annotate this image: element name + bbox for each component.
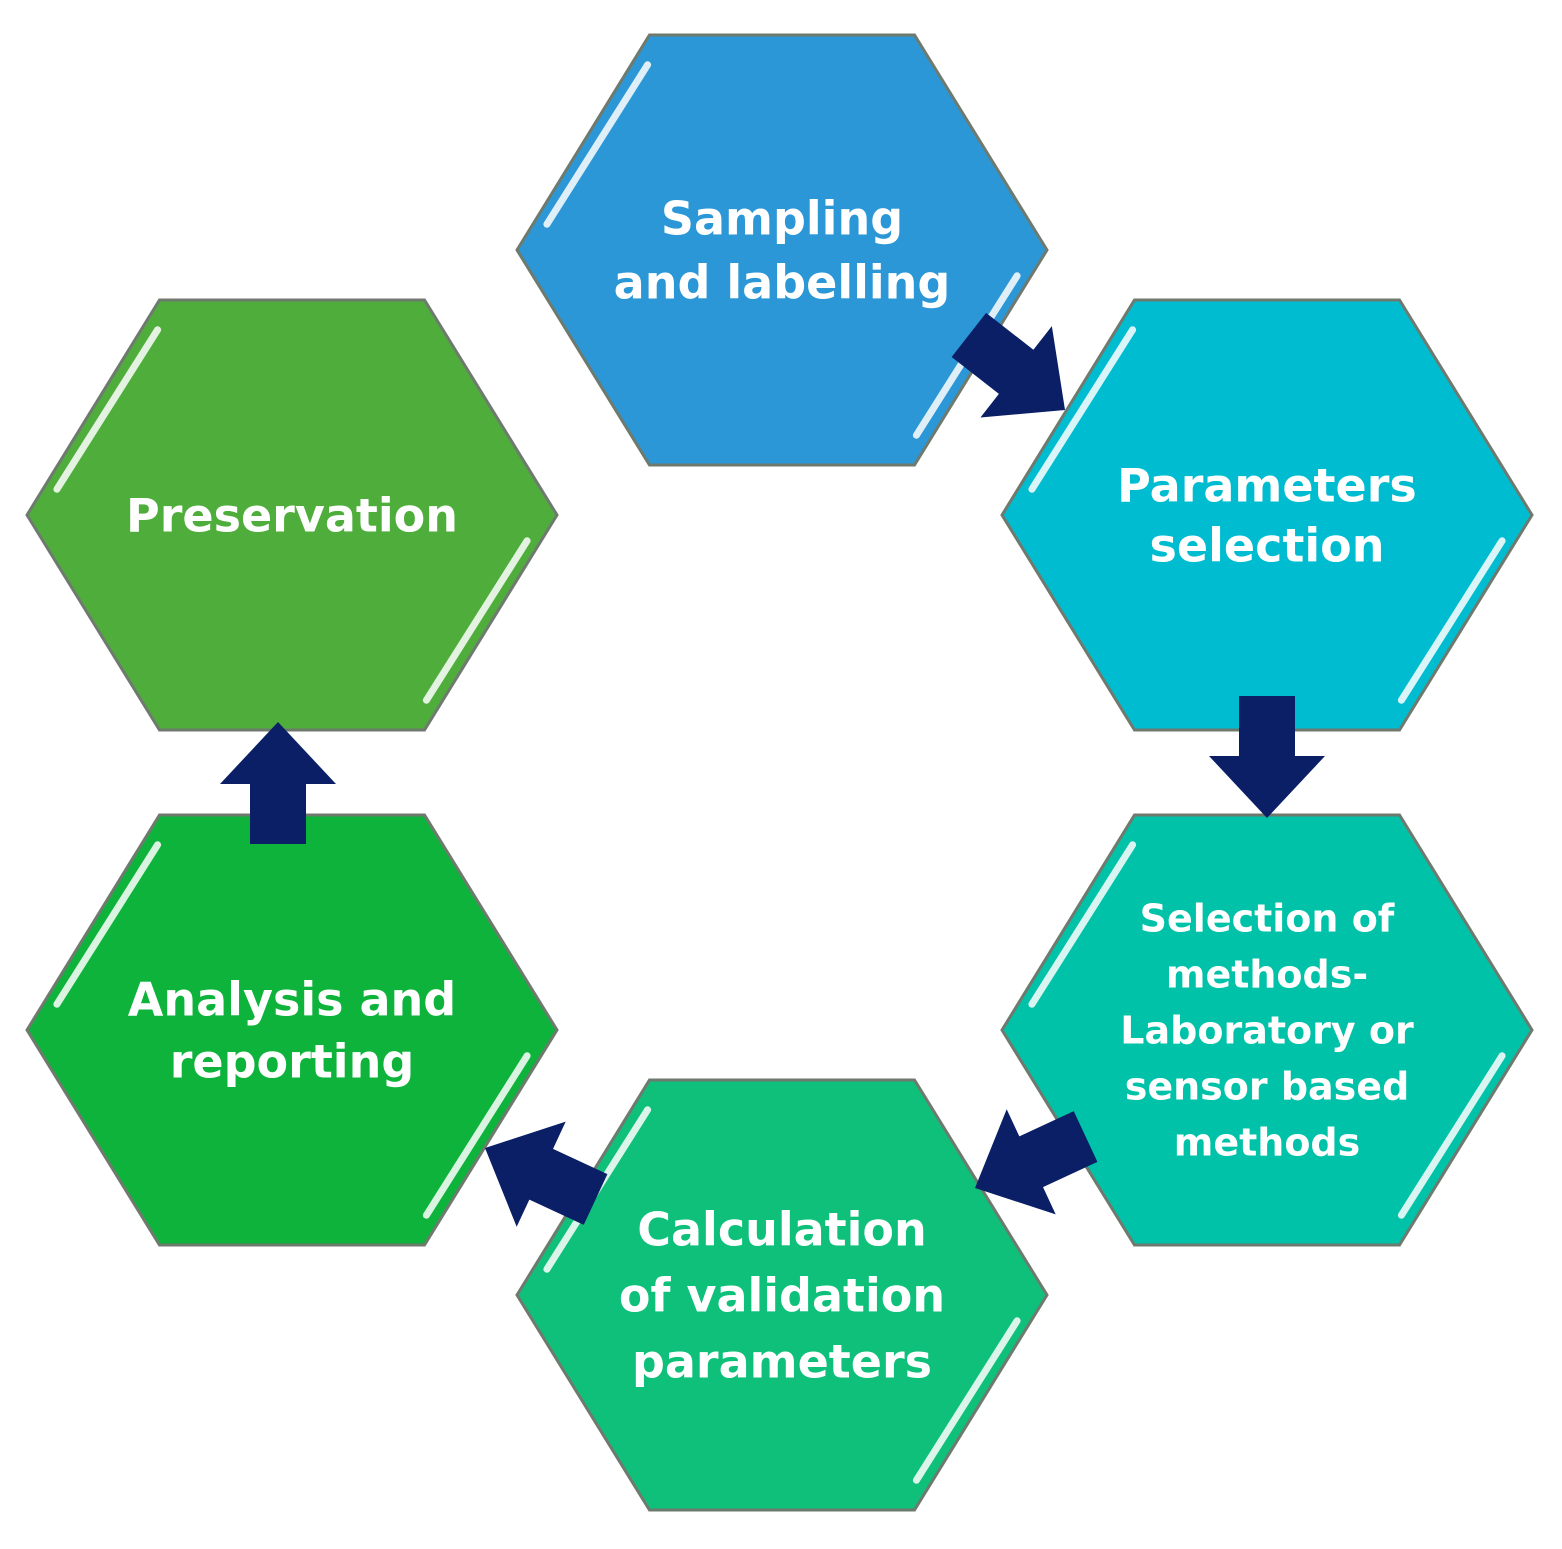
- step-label-calculation: Calculation: [637, 1203, 927, 1257]
- hexagon-shape-calculation: [515, 1078, 1049, 1512]
- hexagon-sampling: Sampling and labelling: [515, 33, 1049, 467]
- step-label-calculation: parameters: [632, 1335, 932, 1389]
- step-label-methods: methods-: [1166, 953, 1368, 997]
- gloss-highlight: [1397, 537, 1506, 704]
- step-label-analysis: Analysis and: [128, 973, 456, 1027]
- gloss-highlight: [422, 537, 531, 704]
- gloss-highlight: [1397, 1052, 1506, 1219]
- hexagon-parameters: Parameters selection: [1000, 298, 1534, 732]
- step-label-analysis: reporting: [170, 1035, 415, 1089]
- arrow-methods-to-calculation: [975, 1109, 1098, 1215]
- step-label-sampling: and labelling: [614, 256, 951, 310]
- hexagon-shape-analysis: [25, 813, 559, 1247]
- step-label-sampling: Sampling: [661, 192, 903, 246]
- hexagon-methods: Selection of methods- Laboratory or sensor …: [1000, 813, 1534, 1247]
- step-label-preservation: Preservation: [126, 489, 458, 543]
- gloss-highlight: [1028, 841, 1137, 1008]
- gloss-highlight: [912, 1317, 1021, 1484]
- arrow-analysis-to-preservation: [220, 722, 336, 844]
- step-label-parameters: Parameters: [1117, 459, 1417, 513]
- hexagon-shape-methods: [1000, 813, 1534, 1247]
- hexagon-shape-parameters: [1000, 298, 1534, 732]
- step-label-methods: methods: [1174, 1121, 1361, 1165]
- hexagon-calculation: Calculation of validation parameters: [515, 1078, 1049, 1512]
- gloss-highlight: [53, 326, 162, 493]
- arrow-calculation-to-analysis: [485, 1121, 608, 1227]
- gloss-highlight: [543, 61, 652, 228]
- gloss-highlight: [1028, 326, 1137, 493]
- arrow-layer: [220, 312, 1325, 1227]
- arrow-parameters-to-methods: [1209, 696, 1325, 818]
- arrow-sampling-to-parameters: [951, 312, 1065, 418]
- gloss-highlight: [422, 1052, 531, 1219]
- hexagon-analysis: Analysis and reporting: [25, 813, 559, 1247]
- step-label-methods: Selection of: [1140, 897, 1395, 941]
- step-label-methods: sensor based: [1125, 1065, 1410, 1109]
- hexagon-shape-sampling: [515, 33, 1049, 467]
- step-label-methods: Laboratory or: [1120, 1009, 1414, 1053]
- hexagon-preservation: Preservation: [25, 298, 559, 732]
- step-label-calculation: of validation: [619, 1269, 945, 1323]
- hexagon-shape-preservation: [25, 298, 559, 732]
- gloss-highlight: [53, 841, 162, 1008]
- step-label-parameters: selection: [1150, 519, 1385, 573]
